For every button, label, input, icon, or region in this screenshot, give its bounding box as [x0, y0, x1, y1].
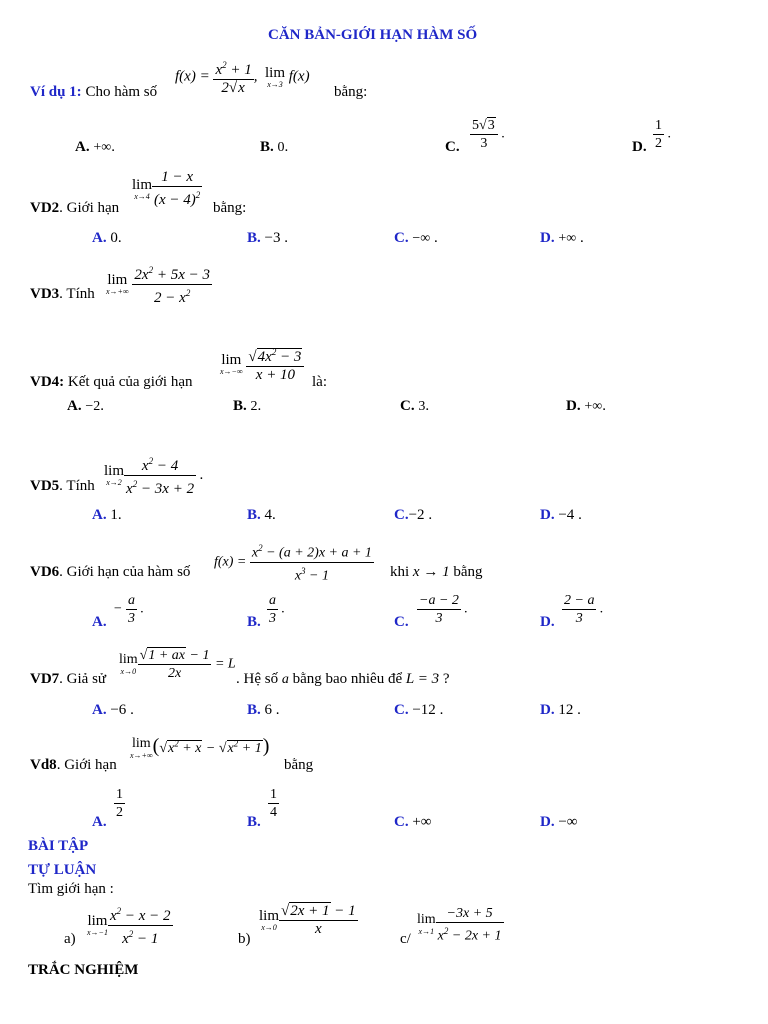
vd7-question: VD7. Giả sử: [30, 671, 107, 687]
vd1-label: Ví dụ 1:: [30, 84, 82, 100]
vd2-tail: bằng:: [213, 200, 247, 216]
vd8-option-c: C. +∞: [394, 814, 432, 830]
vd1-text: Cho hàm số: [85, 84, 158, 100]
vd2-question: VD2. Giới hạn: [30, 200, 120, 216]
vd5-label: VD5: [30, 478, 60, 494]
exercise-b-label: b): [238, 931, 251, 947]
vd6-option-a: A.: [92, 614, 107, 630]
vd8-option-b: B.: [247, 814, 261, 830]
vd2-option-b: B. −3 .: [247, 230, 288, 246]
vd1-option-b: B. 0.: [260, 139, 289, 155]
vd3-question: VD3. Tính: [30, 286, 95, 302]
tu-luan-heading: TỰ LUẬN: [28, 862, 97, 878]
vd7-option-d: D. 12 .: [540, 702, 581, 718]
vd7-option-a: A. −6 .: [92, 702, 134, 718]
exercise-instruction: Tìm giới hạn :: [28, 881, 114, 897]
vd6-khi: khi x → 1 bằng: [390, 564, 483, 580]
vd6-option-b: B.: [247, 614, 261, 630]
vd1-question: Ví dụ 1: Cho hàm số: [30, 84, 157, 101]
vd8-option-d: D. −∞: [540, 814, 578, 830]
vd1-option-a: A. +∞.: [75, 139, 115, 155]
vd5-option-c: C.−2 .: [394, 507, 433, 523]
exercise-a-label: a): [64, 931, 76, 947]
vd2-option-c: C. −∞ .: [394, 230, 438, 246]
vd5-option-d: D. −4 .: [540, 507, 582, 523]
vd6-label: VD6: [30, 564, 60, 580]
vd4-question: VD4: Kết quả của giới hạn: [30, 374, 193, 390]
vd8-question: Vd8. Giới hạn: [30, 757, 117, 773]
vd7-option-c: C. −12 .: [394, 702, 444, 718]
vd5-option-a: A. 1.: [92, 507, 122, 523]
vd8-label: Vd8: [30, 757, 57, 773]
vd7-label: VD7: [30, 671, 60, 687]
page-title: CĂN BẢN-GIỚI HẠN HÀM SỐ: [268, 27, 478, 43]
vd2-option-a: A. 0.: [92, 230, 122, 246]
vd5-option-b: B. 4.: [247, 507, 276, 523]
vd4-option-c: C. 3.: [400, 398, 430, 414]
vd8-tail: bằng: [284, 757, 314, 773]
vd2-option-d: D. +∞ .: [540, 230, 584, 246]
vd1-option-c: C.: [445, 139, 460, 155]
vd4-option-d: D. +∞.: [566, 398, 606, 414]
vd4-option-a: A. −2.: [67, 398, 104, 414]
trac-nghiem-heading: TRẮC NGHIỆM: [28, 962, 139, 978]
vd2-label: VD2: [30, 200, 60, 216]
vd6-option-d: D.: [540, 614, 555, 630]
vd4-label: VD4:: [30, 374, 65, 390]
vd8-option-a: A.: [92, 814, 107, 830]
vd7-option-b: B. 6 .: [247, 702, 280, 718]
bai-tap-heading: BÀI TẬP: [28, 838, 89, 854]
vd5-question: VD5. Tính: [30, 478, 95, 494]
vd3-label: VD3: [30, 286, 60, 302]
vd7-rest: . Hệ số a bằng bao nhiêu để L = 3 ?: [236, 671, 450, 687]
vd1-option-d: D.: [632, 139, 647, 155]
vd4-option-b: B. 2.: [233, 398, 262, 414]
vd1-tail: bằng:: [334, 84, 368, 100]
vd6-option-c: C.: [394, 614, 409, 630]
exercise-c-label: c/: [400, 931, 411, 947]
vd4-tail: là:: [312, 374, 327, 390]
vd6-question: VD6. Giới hạn của hàm số: [30, 564, 191, 580]
